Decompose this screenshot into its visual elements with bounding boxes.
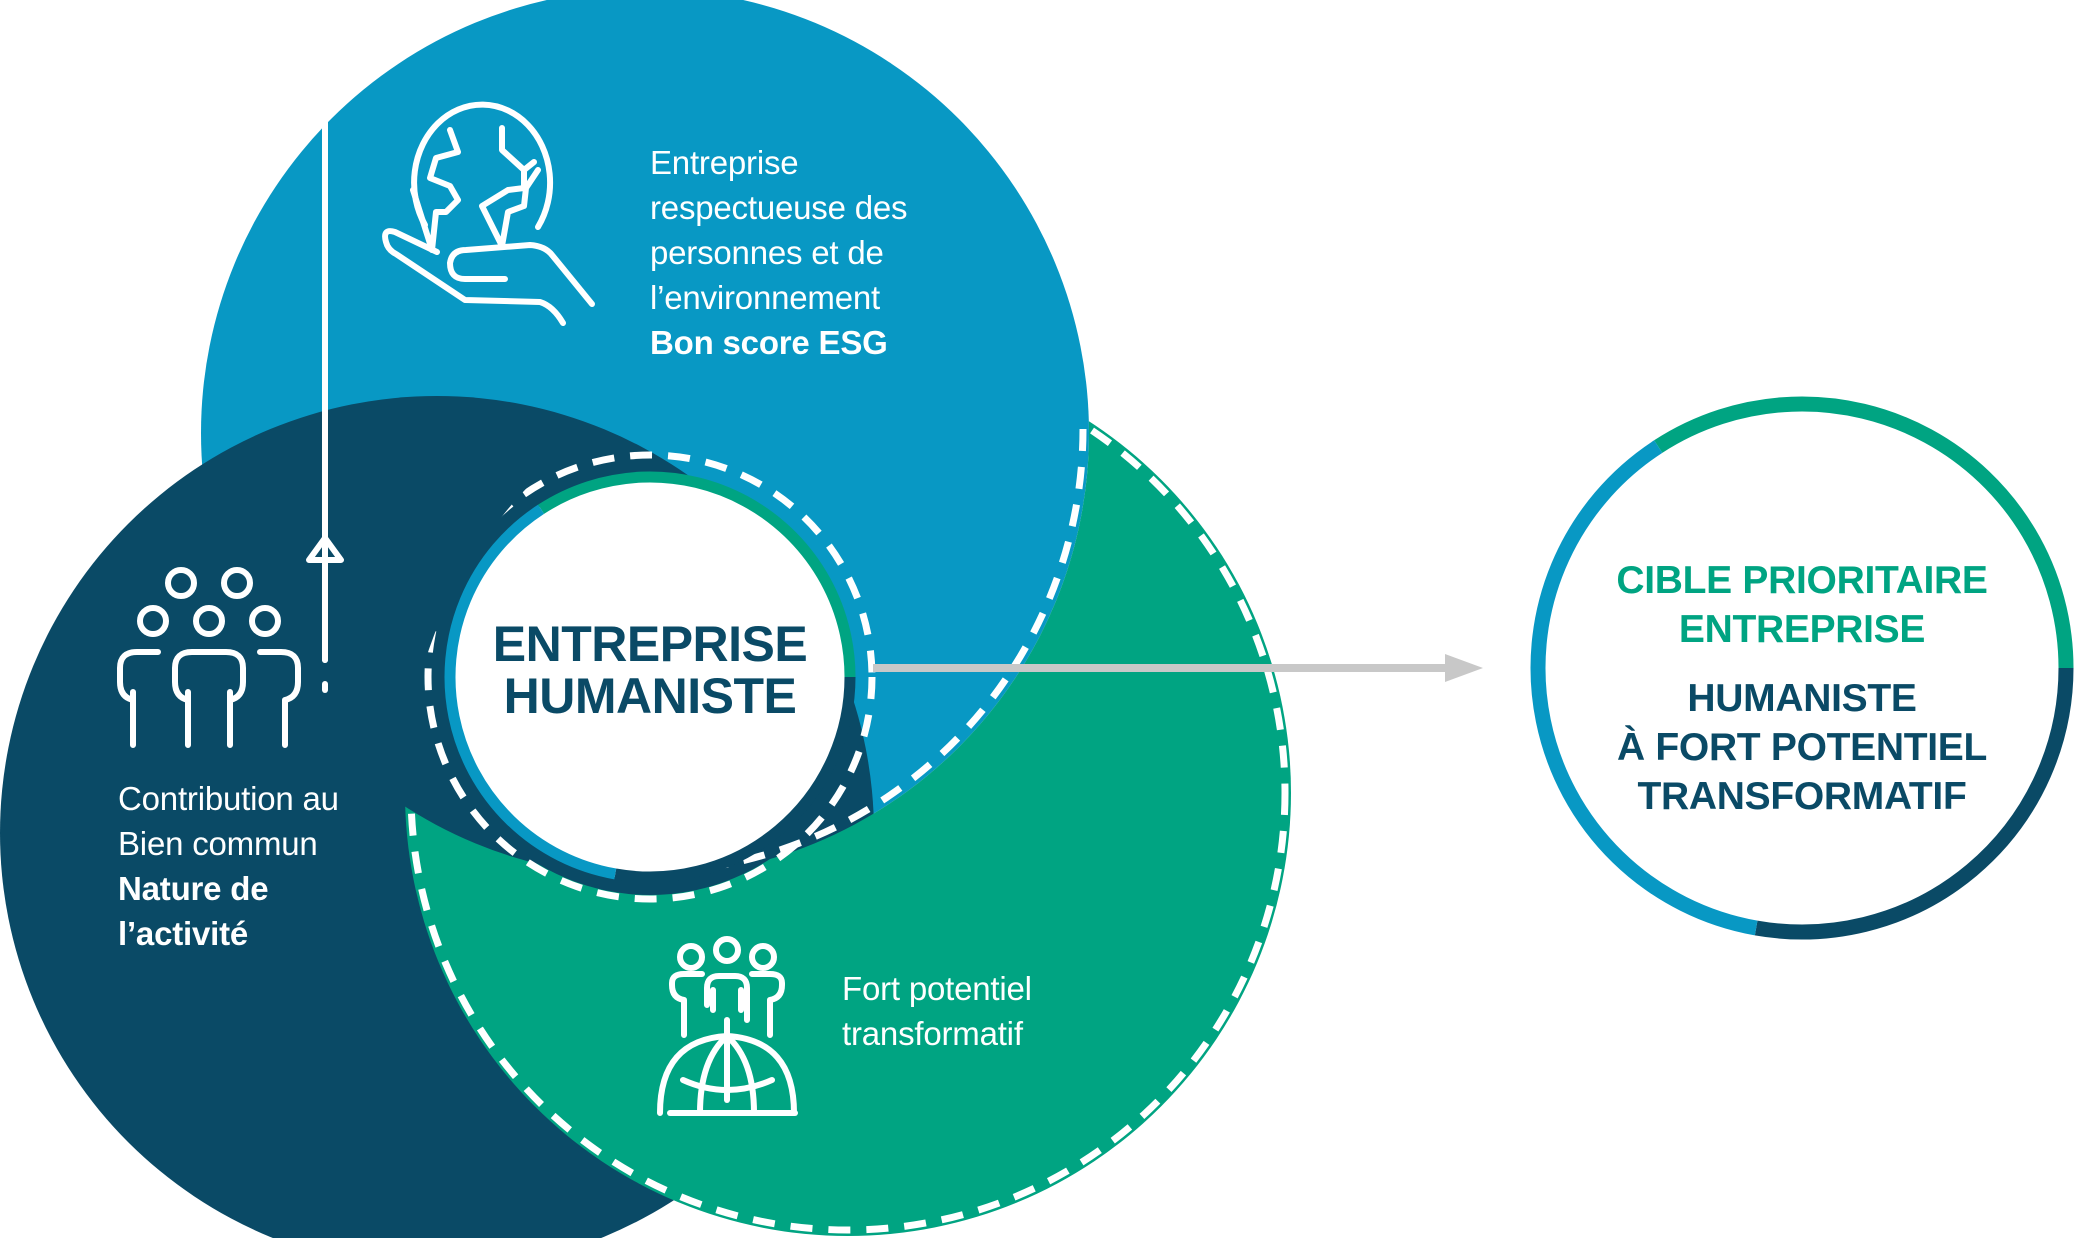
target-ring-green-arc	[1654, 396, 2074, 669]
people-globe-icon	[657, 936, 798, 1116]
globe-in-hand-icon	[382, 101, 595, 326]
esg-line: personnes et de	[650, 234, 884, 271]
nature-activite-line: Nature de	[118, 870, 269, 907]
center-ring-green-arc	[538, 471, 856, 678]
target-ring-navy-arc	[1754, 667, 2074, 940]
center-ring-blue-arc	[444, 504, 617, 880]
center-ring-navy-arc	[614, 676, 856, 883]
bien-commun-line: Contribution au	[118, 780, 339, 817]
esg-line: l’environnement	[650, 279, 880, 316]
center-title-line: HUMANISTE	[503, 668, 797, 724]
center-title: ENTREPRISE HUMANISTE	[445, 618, 855, 722]
right-arrow-icon	[873, 654, 1483, 682]
esg-score-label: Bon score ESG	[650, 324, 888, 361]
transformatif-dashed-outer	[407, 352, 1289, 1234]
transformatif-dashed-inner	[424, 428, 1087, 903]
target-green-line: CIBLE PRIORITAIRE	[1616, 559, 1988, 602]
target-label: CIBLE PRIORITAIRE ENTREPRISE HUMANISTE À…	[1560, 556, 2044, 821]
center-title-line: ENTREPRISE	[492, 616, 808, 672]
target-green-line: ENTREPRISE	[1678, 608, 1926, 651]
transformatif-line: Fort potentiel	[842, 970, 1032, 1007]
center-circle	[447, 474, 853, 880]
group-growth-arrow-icon	[117, 0, 344, 748]
target-ring-blue-arc	[1530, 440, 1758, 936]
transformatif-line: transformatif	[842, 1015, 1023, 1052]
nature-activite-line: l’activité	[118, 915, 249, 952]
target-navy-line: À FORT POTENTIEL	[1616, 726, 1988, 769]
target-navy-line: HUMANISTE	[1687, 677, 1917, 720]
transformatif-label: Fort potentiel transformatif	[842, 966, 1032, 1056]
target-navy-line: TRANSFORMATIF	[1637, 775, 1967, 818]
bien-commun-label: Contribution au Bien commun Nature de l’…	[118, 776, 339, 956]
target-gap	[1560, 654, 2044, 674]
bien-commun-line: Bien commun	[118, 825, 318, 862]
esg-label: Entreprise respectueuse des personnes et…	[650, 140, 908, 365]
esg-line: Entreprise	[650, 144, 799, 181]
target-circle	[1538, 404, 2066, 932]
esg-line: respectueuse des	[650, 189, 908, 226]
